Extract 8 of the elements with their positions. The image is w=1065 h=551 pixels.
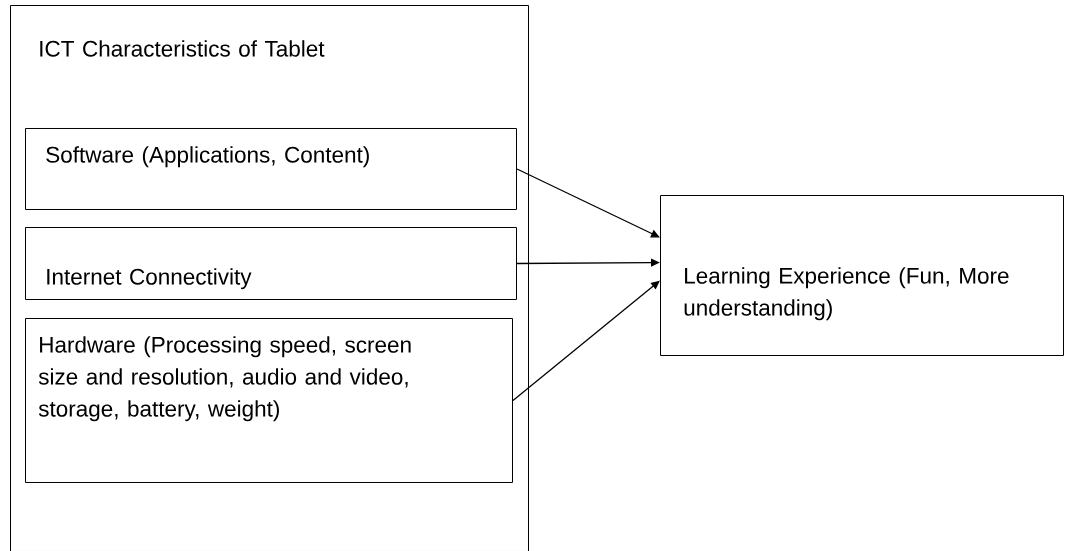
outcome-box: Learning Experience (Fun, More understanding) bbox=[660, 195, 1064, 356]
feature-box: Hardware (Processing speed, screen size and resolution, audio and video, storage, battery, weight) bbox=[25, 318, 513, 483]
feature-box: Internet Connectivity bbox=[25, 227, 517, 300]
arrow bbox=[516, 168, 660, 238]
feature-box: Software (Applications, Content) bbox=[25, 128, 517, 210]
heading: ICT Characteristics of Tablet bbox=[40, 40, 325, 57]
arrow bbox=[516, 258, 660, 267]
arrow bbox=[512, 280, 660, 402]
